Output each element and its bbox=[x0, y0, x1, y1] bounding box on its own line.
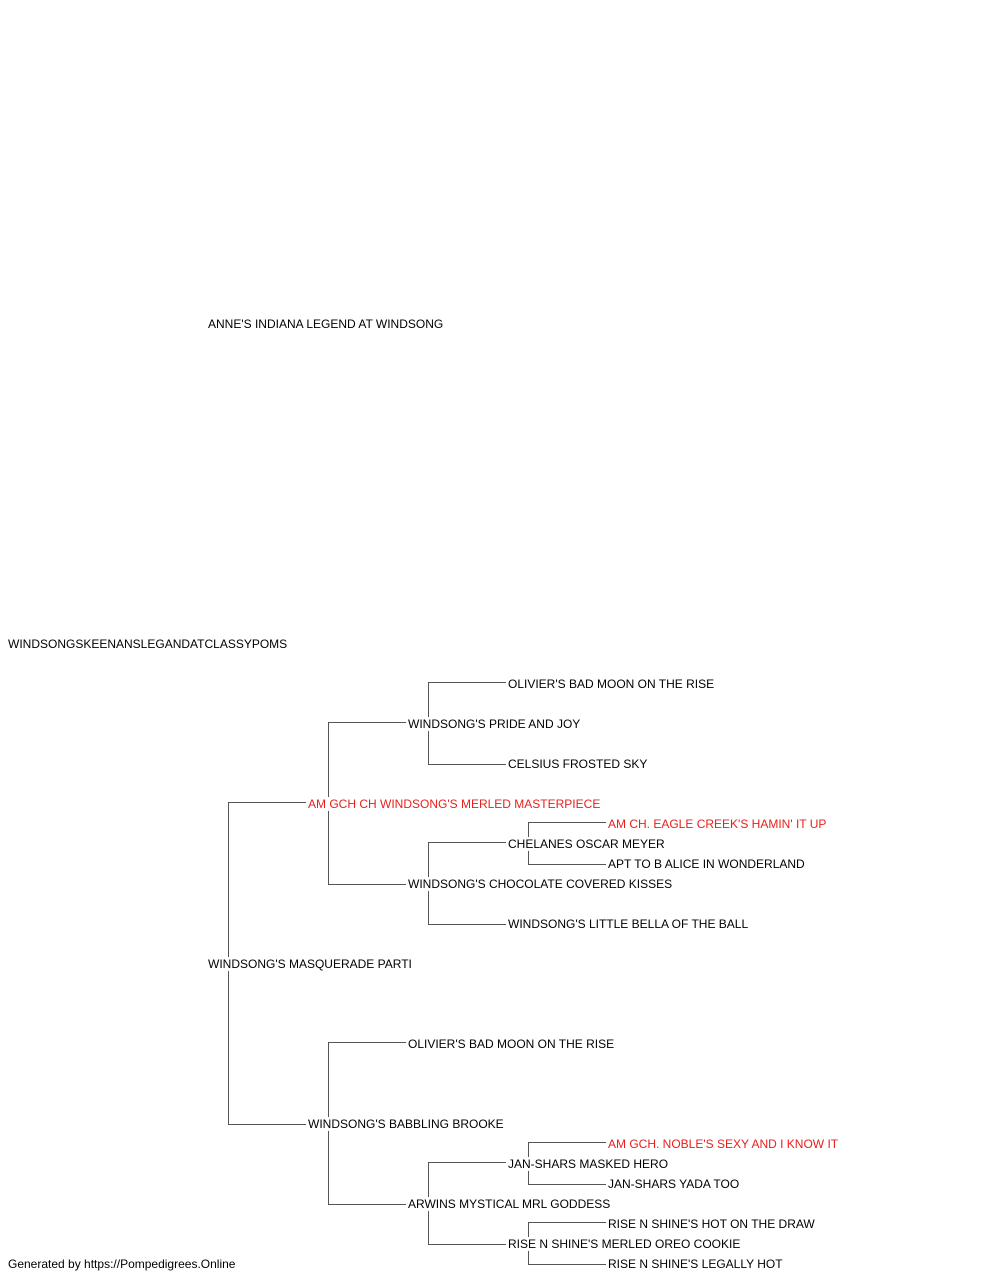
ancestor-gg-grandsire: RISE N SHINE'S HOT ON THE DRAW bbox=[607, 1217, 816, 1231]
ancestor-gg-granddam: RISE N SHINE'S LEGALLY HOT bbox=[607, 1257, 784, 1271]
connector-line bbox=[528, 822, 606, 823]
ancestor-grandsire: WINDSONG'S PRIDE AND JOY bbox=[407, 717, 582, 731]
connector-line bbox=[328, 1204, 406, 1205]
connector-line bbox=[428, 764, 506, 765]
ancestor-great-grandsire: OLIVIER'S BAD MOON ON THE RISE bbox=[507, 677, 716, 691]
connector-line bbox=[528, 1222, 606, 1223]
connector-line bbox=[328, 1042, 406, 1043]
connector-line bbox=[428, 682, 506, 683]
ancestor-gg-granddam: JAN-SHARS YADA TOO bbox=[607, 1177, 741, 1191]
connector-line bbox=[528, 1184, 606, 1185]
ancestor-gg-grandsire: AM GCH. NOBLE'S SEXY AND I KNOW IT bbox=[607, 1137, 840, 1151]
ancestor-great-grandsire: JAN-SHARS MASKED HERO bbox=[507, 1157, 670, 1171]
sire-name: ANNE'S INDIANA LEGEND AT WINDSONG bbox=[207, 317, 445, 331]
connector-line bbox=[428, 842, 506, 843]
ancestor-dam-sire: AM GCH CH WINDSONG'S MERLED MASTERPIECE bbox=[307, 797, 602, 811]
connector-line bbox=[528, 864, 606, 865]
connector-line bbox=[228, 802, 306, 803]
connector-line bbox=[428, 1162, 506, 1163]
dam-name: WINDSONG'S MASQUERADE PARTI bbox=[207, 957, 413, 971]
ancestor-great-grandsire: CHELANES OSCAR MEYER bbox=[507, 837, 666, 851]
connector-line bbox=[428, 924, 506, 925]
connector-line bbox=[428, 1244, 506, 1245]
connector-line bbox=[528, 1264, 606, 1265]
ancestor-granddam: WINDSONG'S CHOCOLATE COVERED KISSES bbox=[407, 877, 674, 891]
ancestor-granddam: ARWINS MYSTICAL MRL GODDESS bbox=[407, 1197, 612, 1211]
connector-line bbox=[328, 884, 406, 885]
ancestor-gg-grandsire: AM CH. EAGLE CREEK'S HAMIN' IT UP bbox=[607, 817, 828, 831]
footer-credit: Generated by https://Pompedigrees.Online bbox=[8, 1257, 236, 1271]
ancestor-great-granddam: CELSIUS FROSTED SKY bbox=[507, 757, 649, 771]
ancestor-gg-granddam: APT TO B ALICE IN WONDERLAND bbox=[607, 857, 806, 871]
ancestor-great-granddam: RISE N SHINE'S MERLED OREO COOKIE bbox=[507, 1237, 742, 1251]
ancestor-grandsire: OLIVIER'S BAD MOON ON THE RISE bbox=[407, 1037, 616, 1051]
subject-name: WINDSONGSKEENANSLEGANDATCLASSYPOMS bbox=[7, 637, 289, 651]
connector-line bbox=[528, 1142, 606, 1143]
connector-line bbox=[328, 722, 406, 723]
connector-line bbox=[228, 1124, 306, 1125]
ancestor-great-granddam: WINDSONG'S LITTLE BELLA OF THE BALL bbox=[507, 917, 750, 931]
ancestor-dam-dam: WINDSONG'S BABBLING BROOKE bbox=[307, 1117, 505, 1131]
